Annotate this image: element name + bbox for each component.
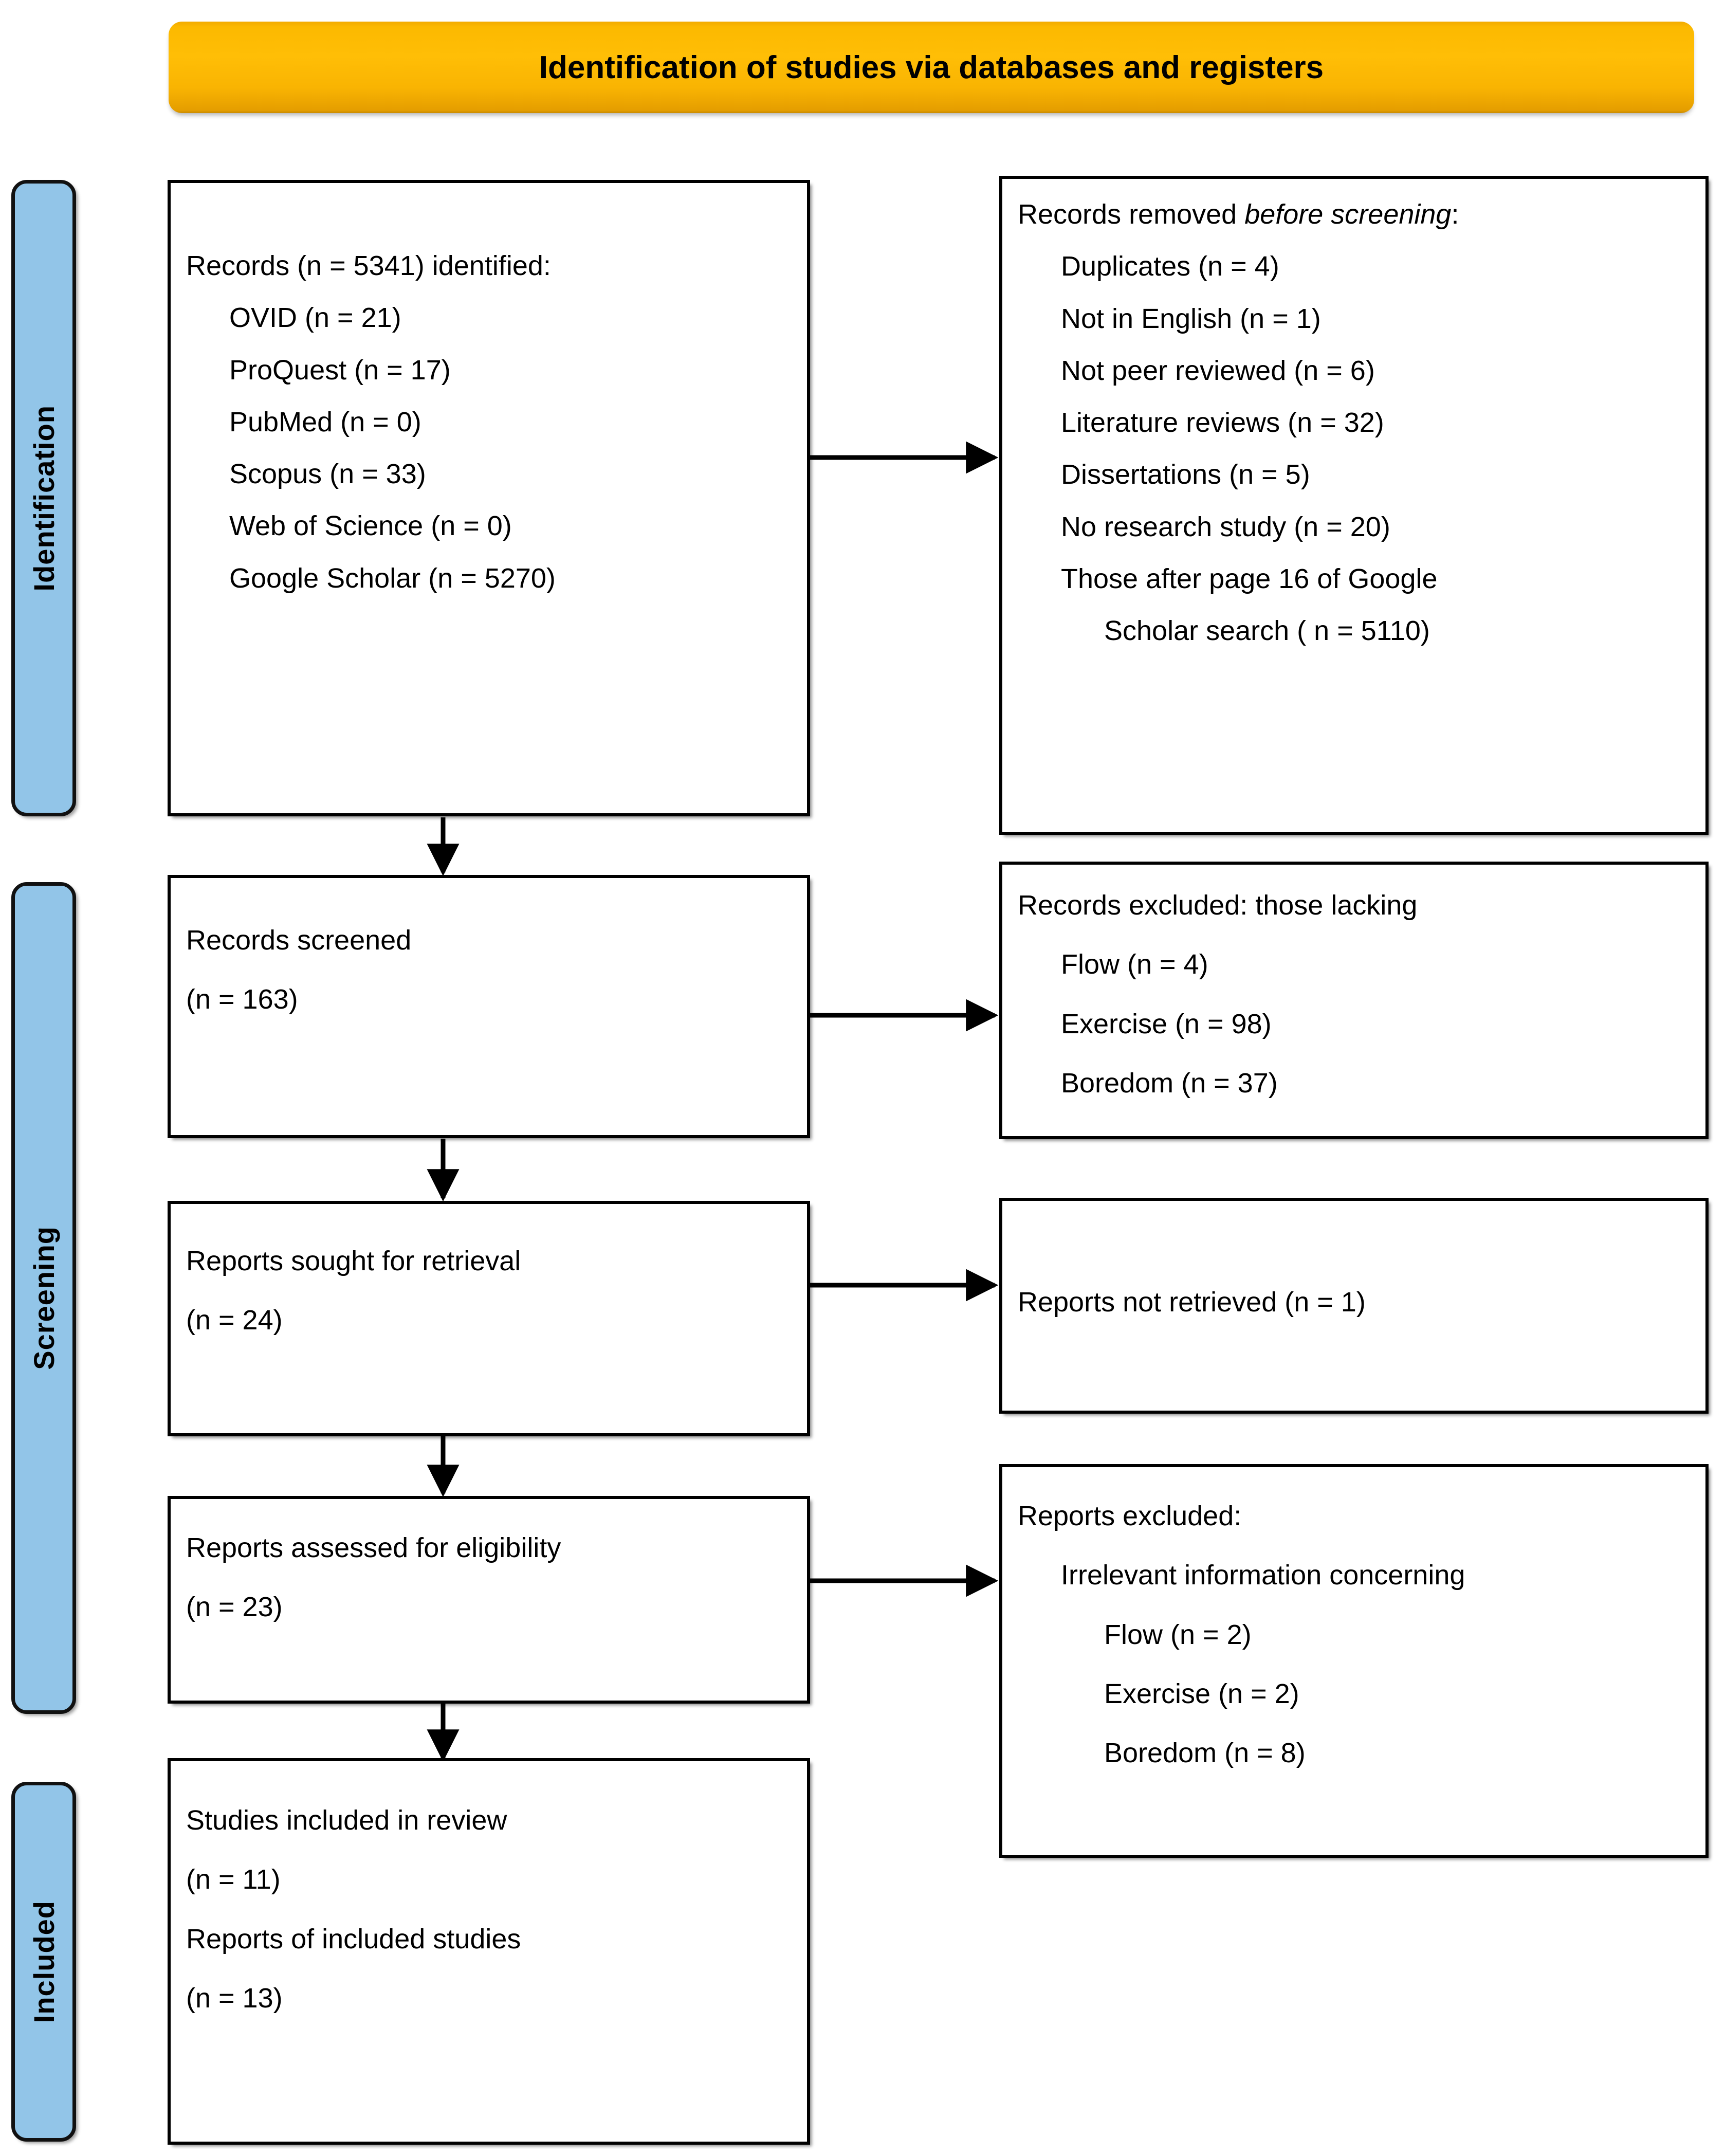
reports-of-included-studies-heading: Reports of included studies bbox=[186, 1923, 521, 1954]
excluded-flow: Flow (n = 4) bbox=[1061, 949, 1208, 980]
studies-included-heading: Studies included in review bbox=[186, 1805, 507, 1836]
records-removed-heading: Records removed before screening: bbox=[1018, 196, 1690, 233]
excluded-exercise: Exercise (n = 98) bbox=[1061, 1008, 1272, 1039]
removed-after-page-16-continuation: Scholar search ( n = 5110) bbox=[1104, 615, 1430, 647]
reports-sought-heading: Reports sought for retrieval bbox=[186, 1246, 521, 1276]
records-removed-heading-a: Records removed bbox=[1018, 199, 1245, 230]
records-removed-heading-emphasis: before screening bbox=[1244, 199, 1452, 230]
records-removed-heading-colon: : bbox=[1451, 199, 1459, 230]
reports-not-retrieved-heading: Reports not retrieved (n = 1) bbox=[1018, 1287, 1366, 1318]
source-ovid: OVID (n = 21) bbox=[229, 302, 401, 334]
reports-assessed-count: (n = 23) bbox=[186, 1592, 283, 1623]
removed-not-peer-reviewed: Not peer reviewed (n = 6) bbox=[1061, 355, 1375, 386]
reports-assessed-heading: Reports assessed for eligibility bbox=[186, 1532, 561, 1563]
removed-no-research-study: No research study (n = 20) bbox=[1061, 511, 1390, 542]
stage-label-included-text: Included bbox=[27, 1900, 60, 2023]
records-screened-count: (n = 163) bbox=[186, 984, 298, 1015]
diagram-title-banner: Identification of studies via databases … bbox=[169, 22, 1694, 113]
removed-dissertations: Dissertations (n = 5) bbox=[1061, 459, 1310, 490]
removed-literature-reviews: Literature reviews (n = 32) bbox=[1061, 407, 1384, 438]
source-web-of-science: Web of Science (n = 0) bbox=[229, 510, 512, 542]
stage-label-identification: Identification bbox=[11, 180, 76, 816]
box-records-identified: Records (n = 5341) identified: OVID (n =… bbox=[168, 180, 810, 816]
reports-excluded-subheading: Irrelevant information concerning bbox=[1061, 1560, 1465, 1591]
stage-label-screening-text: Screening bbox=[27, 1226, 60, 1370]
stage-label-included: Included bbox=[11, 1782, 76, 2142]
reports-of-included-studies-count: (n = 13) bbox=[186, 1982, 283, 2014]
box-records-removed: Records removed before screening: Duplic… bbox=[999, 176, 1709, 835]
box-reports-sought: Reports sought for retrieval (n = 24) bbox=[168, 1201, 810, 1436]
records-screened-heading: Records screened bbox=[186, 925, 412, 956]
reports-excluded-heading: Reports excluded: bbox=[1018, 1501, 1242, 1531]
records-identified-heading: Records (n = 5341) identified: bbox=[186, 250, 551, 281]
reports-sought-count: (n = 24) bbox=[186, 1305, 283, 1336]
box-reports-excluded: Reports excluded: Irrelevant information… bbox=[999, 1464, 1709, 1858]
removed-after-page-16: Those after page 16 of Google bbox=[1061, 563, 1438, 594]
stage-label-screening: Screening bbox=[11, 882, 76, 1714]
excluded-boredom: Boredom (n = 37) bbox=[1061, 1067, 1278, 1099]
removed-not-in-english: Not in English (n = 1) bbox=[1061, 303, 1321, 334]
studies-included-count: (n = 11) bbox=[186, 1864, 281, 1895]
source-scopus: Scopus (n = 33) bbox=[229, 459, 426, 490]
box-records-screened: Records screened (n = 163) bbox=[168, 875, 810, 1138]
source-google-scholar: Google Scholar (n = 5270) bbox=[229, 562, 556, 594]
reports-excluded-boredom: Boredom (n = 8) bbox=[1104, 1738, 1306, 1769]
source-proquest: ProQuest (n = 17) bbox=[229, 354, 451, 386]
records-excluded-heading: Records excluded: those lacking bbox=[1018, 890, 1418, 921]
reports-excluded-exercise: Exercise (n = 2) bbox=[1104, 1678, 1299, 1709]
source-pubmed: PubMed (n = 0) bbox=[229, 406, 421, 437]
reports-excluded-flow: Flow (n = 2) bbox=[1104, 1619, 1252, 1650]
box-reports-assessed: Reports assessed for eligibility (n = 23… bbox=[168, 1496, 810, 1704]
stage-label-identification-text: Identification bbox=[27, 405, 60, 592]
box-studies-included: Studies included in review (n = 11) Repo… bbox=[168, 1758, 810, 2145]
box-records-excluded: Records excluded: those lacking Flow (n … bbox=[999, 862, 1709, 1139]
removed-duplicates: Duplicates (n = 4) bbox=[1061, 251, 1279, 282]
box-reports-not-retrieved: Reports not retrieved (n = 1) bbox=[999, 1198, 1709, 1414]
diagram-title: Identification of studies via databases … bbox=[539, 49, 1324, 85]
